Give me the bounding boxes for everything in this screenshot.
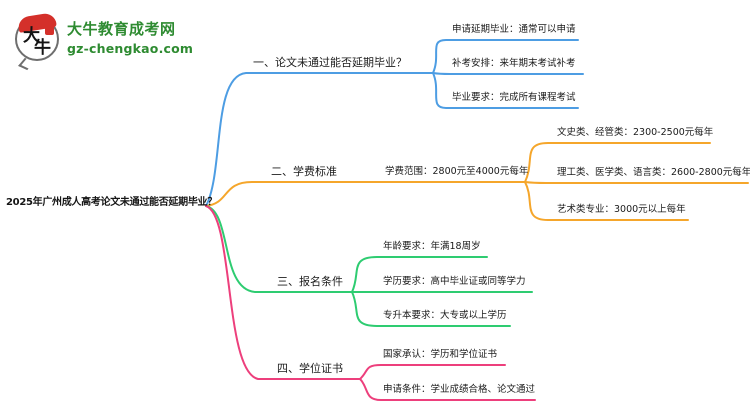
mindmap-branch2-child1[interactable]: 文史类、经管类：2300-2500元每年 bbox=[557, 127, 714, 138]
site-domain: gz-chengkao.com bbox=[67, 41, 194, 56]
mindmap-branch3-node[interactable]: 三、报名条件 bbox=[277, 275, 343, 288]
mindmap-branch1-child3[interactable]: 毕业要求：完成所有课程考试 bbox=[452, 92, 576, 103]
logo-seal-icon bbox=[45, 26, 54, 35]
mindmap-branch1-child2[interactable]: 补考安排：来年期末考试补考 bbox=[452, 58, 576, 69]
mindmap-branch2-child3[interactable]: 艺术类专业：3000元以上每年 bbox=[557, 204, 686, 215]
mindmap-branch3-child3[interactable]: 专升本要求：大专或以上学历 bbox=[383, 310, 507, 321]
site-logo[interactable]: 大 牛 大牛教育成考网 gz-chengkao.com bbox=[15, 12, 215, 71]
mindmap-branch2-node[interactable]: 二、学费标准 bbox=[271, 165, 337, 178]
branch2-main-line bbox=[205, 181, 526, 207]
mindmap-branch2-subnode[interactable]: 学费范围：2800元至4000元每年 bbox=[385, 166, 529, 177]
branch3-lines bbox=[205, 205, 533, 327]
branch4-lines bbox=[205, 205, 536, 401]
branch3-child1-line bbox=[351, 256, 488, 293]
logo-char-niu: 牛 bbox=[34, 38, 51, 58]
branch3-child3-line bbox=[351, 291, 511, 327]
branch2-child2-line bbox=[524, 181, 749, 184]
mindmap-root-node[interactable]: 2025年广州成人高考论文未通过能否延期毕业？ bbox=[6, 197, 217, 208]
branch1-main-line bbox=[205, 72, 434, 207]
branch1-child3-line bbox=[432, 72, 579, 109]
mindmap-branch4-child1[interactable]: 国家承认：学历和学位证书 bbox=[383, 349, 498, 360]
mindmap-branch4-child2[interactable]: 申请条件：学业成绩合格、论文通过 bbox=[383, 384, 536, 395]
mindmap-branch4-node[interactable]: 四、学位证书 bbox=[277, 362, 343, 375]
mindmap-branch2-child2[interactable]: 理工类、医学类、语言类：2600-2800元每年 bbox=[557, 167, 750, 178]
branch1-child2-line bbox=[432, 72, 584, 75]
branch1-child1-line bbox=[432, 39, 579, 74]
branch2-child3-line bbox=[524, 181, 689, 221]
mindmap-branch1-child1[interactable]: 申请延期毕业：通常可以申请 bbox=[452, 24, 576, 35]
mindmap-branch3-child1[interactable]: 年龄要求：年满18周岁 bbox=[383, 241, 481, 252]
branch2-lines bbox=[205, 142, 749, 221]
branch4-child1-line bbox=[359, 364, 506, 380]
branch1-lines bbox=[205, 39, 584, 207]
logo-bubble-icon: 大 牛 bbox=[15, 12, 59, 71]
mindmap-branch1-node[interactable]: 一、论文未通过能否延期毕业？ bbox=[253, 56, 407, 69]
site-name: 大牛教育成考网 bbox=[67, 20, 176, 38]
logo-char-da: 大 bbox=[23, 26, 40, 46]
branch4-main-line bbox=[205, 205, 361, 380]
mindmap-branch3-child2[interactable]: 学历要求：高中毕业证或同等学力 bbox=[383, 276, 526, 287]
branch3-main-line bbox=[205, 205, 353, 293]
branch2-child1-line bbox=[524, 142, 711, 183]
branch4-child2-line bbox=[359, 378, 536, 401]
